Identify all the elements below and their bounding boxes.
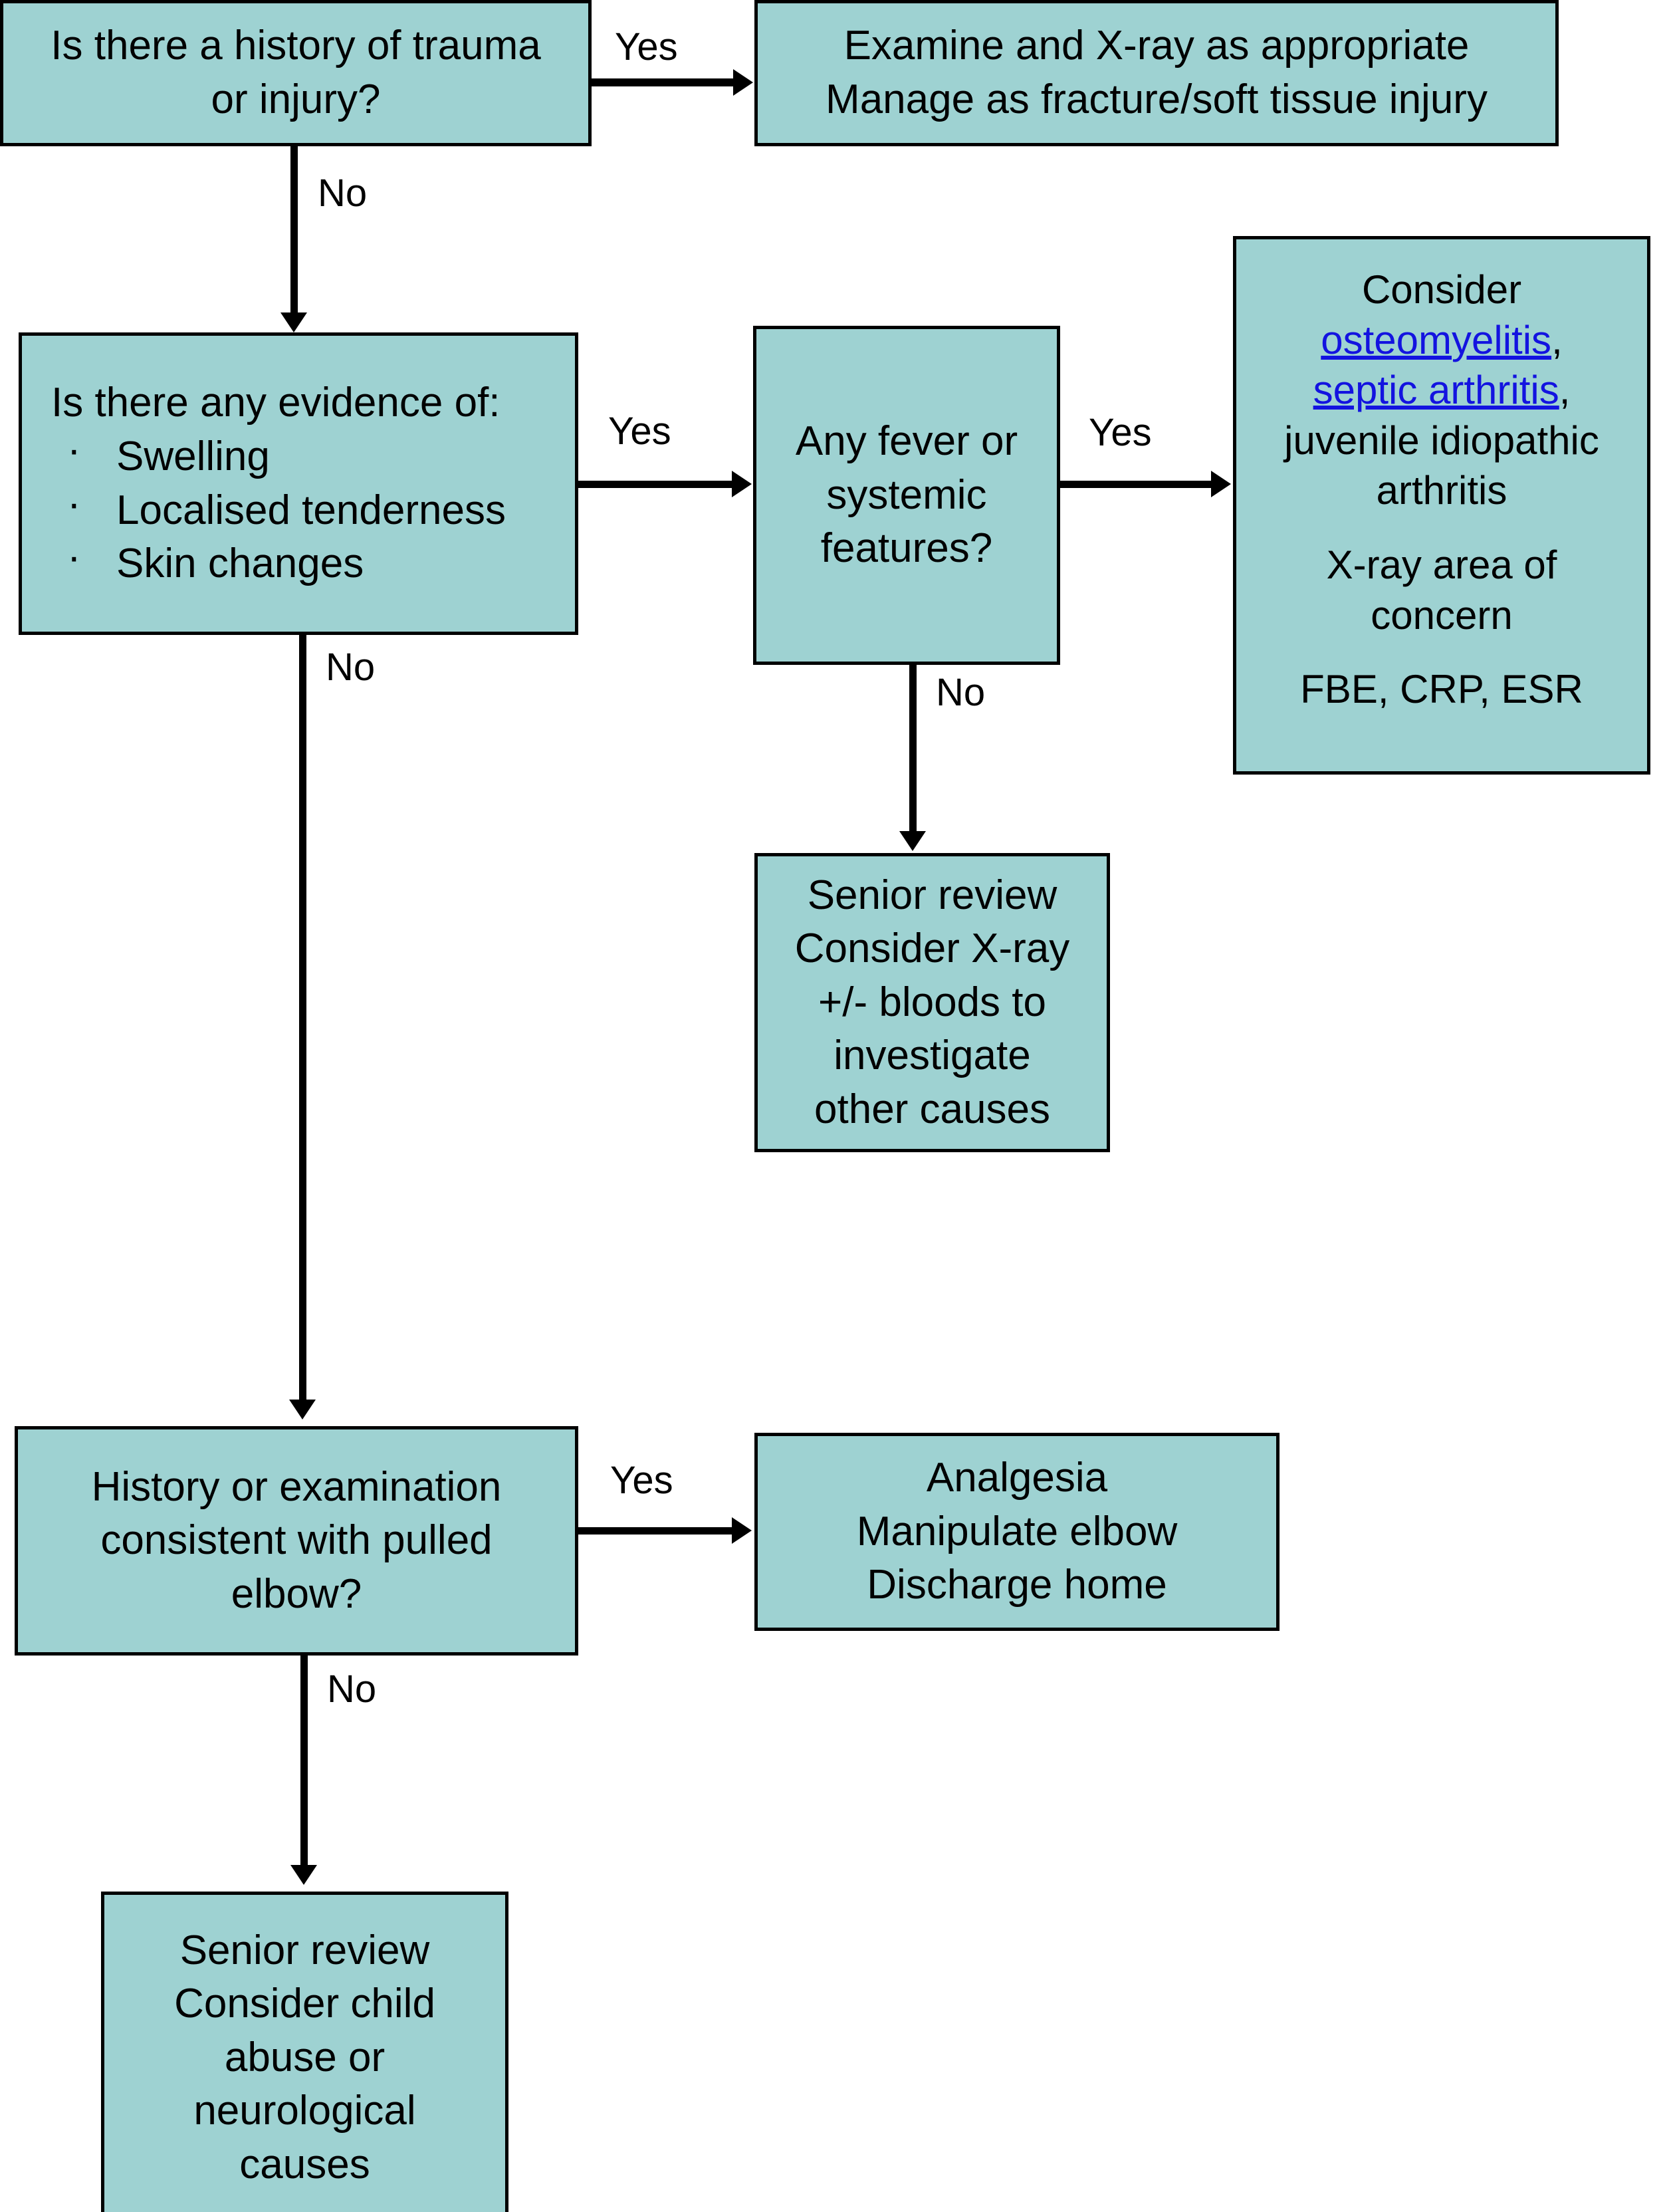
edge-fever-yes-line xyxy=(1060,481,1213,488)
edge-label-no-fever: No xyxy=(936,671,986,714)
edge-trauma-yes-arrowhead xyxy=(733,69,753,96)
edge-trauma-no-arrowhead xyxy=(280,312,307,332)
link-osteomyelitis[interactable]: osteomyelitis xyxy=(1321,317,1552,362)
node-infection-action-line1: Consider xyxy=(1361,267,1522,312)
comma-after-osteomyelitis: , xyxy=(1551,317,1563,362)
edge-trauma-no-line xyxy=(290,146,298,316)
node-trauma-question-line2: or injury? xyxy=(211,76,381,122)
node-senior-review-xray-line5: other causes xyxy=(814,1086,1050,1132)
node-evidence-question-heading: Is there any evidence of: xyxy=(51,380,501,426)
node-senior-review-abuse-line2: Consider child xyxy=(174,1981,435,2027)
link-septic-arthritis[interactable]: septic arthritis xyxy=(1313,368,1559,413)
node-senior-review-abuse-line5: causes xyxy=(239,2141,370,2187)
node-trauma-action-line1: Examine and X-ray as appropriate xyxy=(843,23,1470,69)
node-fever-question-line2: systemic xyxy=(826,471,987,518)
edge-elbow-yes-arrowhead xyxy=(732,1517,752,1544)
node-infection-action-line2: juvenile idiopathic xyxy=(1284,418,1599,463)
node-pulled-elbow-action-line3: Discharge home xyxy=(867,1562,1167,1608)
bullet-item: Skin changes xyxy=(51,531,506,591)
node-trauma-action: Examine and X-ray as appropriate Manage … xyxy=(754,0,1559,146)
node-infection-action-line5: concern xyxy=(1371,592,1513,638)
edge-evidence-no-arrowhead xyxy=(289,1400,316,1419)
node-pulled-elbow-question: History or examination consistent with p… xyxy=(15,1426,578,1656)
edge-label-no-evidence: No xyxy=(326,646,376,689)
node-trauma-action-line2: Manage as fracture/soft tissue injury xyxy=(826,76,1488,122)
edge-label-no-elbow: No xyxy=(327,1667,377,1711)
edge-label-yes-trauma: Yes xyxy=(615,25,678,68)
edge-evidence-yes-line xyxy=(578,481,734,488)
node-pulled-elbow-question-line1: History or examination xyxy=(91,1463,502,1510)
node-senior-review-xray: Senior review Consider X-ray +/- bloods … xyxy=(754,853,1110,1152)
node-pulled-elbow-action-line1: Analgesia xyxy=(926,1455,1108,1501)
node-senior-review-abuse: Senior review Consider child abuse or ne… xyxy=(101,1892,508,2212)
node-infection-action: Consider osteomyelitis, septic arthritis… xyxy=(1233,236,1650,775)
node-trauma-question-line1: Is there a history of trauma xyxy=(51,23,541,69)
node-pulled-elbow-action: Analgesia Manipulate elbow Discharge hom… xyxy=(754,1433,1280,1631)
edge-elbow-yes-line xyxy=(578,1527,734,1535)
edge-elbow-no-line xyxy=(300,1656,308,1868)
edge-fever-no-arrowhead xyxy=(899,831,926,851)
bullet-item: Localised tenderness xyxy=(51,477,506,538)
bullet-item: Swelling xyxy=(51,424,506,484)
node-fever-question: Any fever or systemic features? xyxy=(753,326,1060,665)
node-fever-question-line3: features? xyxy=(820,525,993,572)
comma-after-septic-arthritis: , xyxy=(1559,368,1571,413)
edge-label-yes-fever: Yes xyxy=(1089,411,1152,454)
node-senior-review-xray-line3: +/- bloods to xyxy=(818,979,1046,1025)
node-pulled-elbow-question-line2: consistent with pulled xyxy=(100,1517,493,1564)
node-evidence-question-bullets: Swelling Localised tenderness Skin chang… xyxy=(51,424,506,591)
node-infection-action-line3: arthritis xyxy=(1376,468,1507,513)
edge-evidence-no-line xyxy=(299,635,306,1403)
node-trauma-question: Is there a history of trauma or injury? xyxy=(0,0,592,146)
edge-fever-no-line xyxy=(909,665,917,834)
node-pulled-elbow-question-line3: elbow? xyxy=(231,1570,362,1617)
node-infection-action-line4: X-ray area of xyxy=(1326,542,1557,587)
edge-label-yes-evidence: Yes xyxy=(608,410,671,453)
node-senior-review-abuse-line3: abuse or xyxy=(224,2034,386,2080)
edge-evidence-yes-arrowhead xyxy=(732,471,752,497)
edge-fever-yes-arrowhead xyxy=(1211,471,1231,497)
node-pulled-elbow-action-line2: Manipulate elbow xyxy=(856,1508,1178,1554)
node-infection-action-line6: FBE, CRP, ESR xyxy=(1300,667,1583,712)
edge-label-yes-elbow: Yes xyxy=(610,1459,673,1502)
node-infection-action-septic-arthritis-row: septic arthritis, xyxy=(1313,365,1571,416)
node-senior-review-abuse-line4: neurological xyxy=(193,2088,416,2134)
node-fever-question-line1: Any fever or xyxy=(795,418,1018,465)
edge-trauma-yes-line xyxy=(592,78,734,86)
node-evidence-question: Is there any evidence of: Swelling Local… xyxy=(19,332,578,635)
node-infection-action-osteomyelitis-row: osteomyelitis, xyxy=(1321,315,1562,366)
edge-label-no-trauma: No xyxy=(318,172,368,215)
node-senior-review-xray-line1: Senior review xyxy=(807,872,1057,918)
edge-elbow-no-arrowhead xyxy=(290,1865,317,1885)
node-senior-review-xray-line2: Consider X-ray xyxy=(794,925,1070,972)
node-senior-review-abuse-line1: Senior review xyxy=(179,1927,430,1973)
node-senior-review-xray-line4: investigate xyxy=(834,1033,1031,1079)
